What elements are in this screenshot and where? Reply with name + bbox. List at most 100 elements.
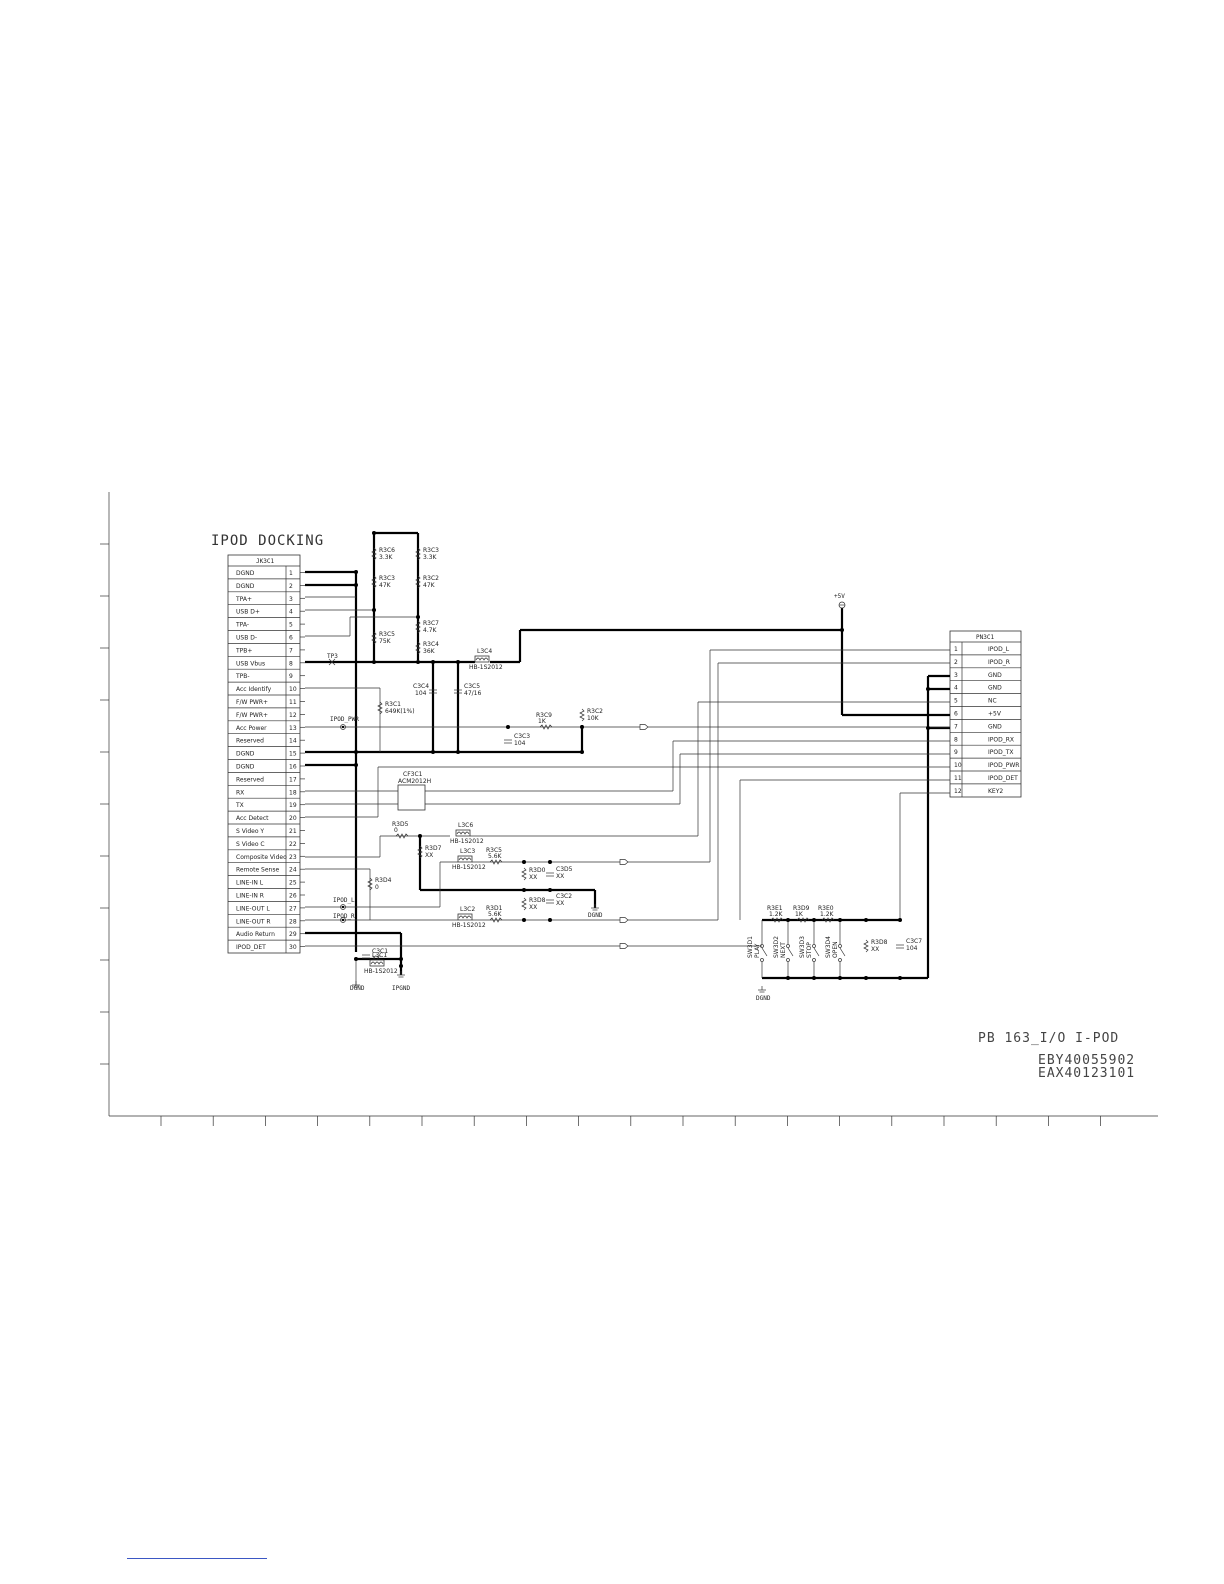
jk-pin-number: 19 [289, 802, 297, 809]
component-ref: R3C3 [423, 547, 439, 554]
junction-dot [812, 976, 816, 980]
junction-dot [354, 570, 358, 574]
switch-ref: SW3D3 [799, 936, 806, 958]
jk-pin-label: LINE-OUT R [236, 918, 271, 925]
jk-pin-label: LINE-OUT L [236, 905, 270, 912]
component-value: 47K [379, 582, 392, 589]
drawing-frame [100, 492, 1158, 1126]
junction-dot [548, 860, 552, 864]
component-ref: R3C5 [486, 847, 502, 854]
jk-pin-number: 6 [289, 635, 293, 642]
net-flag [340, 904, 346, 910]
component-ref: L3C4 [477, 648, 492, 655]
jk-pin-label: TPB- [235, 673, 250, 680]
switch-ref: SW3D4 [825, 936, 832, 958]
pn-pin-label: IPOD_TX [988, 749, 1014, 756]
junction-dot [786, 976, 790, 980]
jk-pin-label: RX [236, 789, 244, 796]
component-ref: C3C7 [906, 938, 922, 945]
pn3c1-ref: PN3C1 [976, 634, 994, 641]
component-ref: R3C2 [587, 708, 603, 715]
net-ipod-l: IPOD_L [333, 897, 355, 904]
junction-dot [840, 628, 844, 632]
component-value: XX [871, 946, 879, 953]
component-ref: L3C2 [460, 906, 475, 913]
junction-dot [372, 660, 376, 664]
pn-pin-number: 9 [954, 749, 958, 756]
jk-pin-number: 26 [289, 893, 297, 900]
component-value: 104 [514, 740, 526, 747]
junction-dot [786, 918, 790, 922]
component-ref: C3C1 [372, 948, 388, 955]
jk-pin-label: DGND [236, 764, 255, 771]
jk-pin-number: 30 [289, 944, 297, 951]
junction-dot [926, 687, 930, 691]
net-flag [340, 917, 346, 923]
component-ref: L3C6 [458, 822, 473, 829]
jk-pin-number: 13 [289, 725, 297, 732]
jk-pin-number: 5 [289, 622, 293, 629]
junction-dot [354, 750, 358, 754]
junction-dot [431, 750, 435, 754]
switch-label: OPEN [832, 941, 839, 958]
component-value: XX [529, 874, 537, 881]
pn-pin-number: 5 [954, 698, 958, 705]
jk-pin-label: TPB+ [235, 647, 252, 654]
net-ipgnd: IPGND [392, 985, 410, 992]
jk-pin-label: Reserved [236, 776, 264, 783]
component-value: 649K(1%) [385, 708, 415, 715]
component-value: 5.6K [488, 911, 503, 918]
net-tp3: TP3 [327, 653, 338, 660]
jk-pin-number: 22 [289, 841, 297, 848]
component-value: XX [372, 955, 380, 962]
junction-dot [898, 976, 902, 980]
component-value: 3.3K [423, 554, 438, 561]
jk-pin-label: USB D- [236, 635, 257, 642]
junction-dot [522, 860, 526, 864]
jk-pin-number: 25 [289, 880, 297, 887]
jk-pin-number: 18 [289, 789, 297, 796]
jk-pin-label: Acc Identify [236, 686, 272, 693]
part-code-2: EAX40123101 [1038, 1066, 1135, 1081]
jk-pin-number: 12 [289, 712, 297, 719]
jk-pin-number: 24 [289, 867, 297, 874]
component-value: 5.6K [488, 853, 503, 860]
junction-dot [580, 725, 584, 729]
junction-dot [506, 725, 510, 729]
jk-pin-label: TX [235, 802, 244, 809]
heavy-nets [305, 531, 950, 980]
component-value: 47/16 [464, 690, 481, 697]
switch-label: PLAY [754, 943, 761, 958]
junction-dot [580, 750, 584, 754]
pn-pin-number: 1 [954, 646, 958, 653]
junction-dot [864, 976, 868, 980]
pn-pin-number: 4 [954, 685, 958, 692]
jk-pin-number: 4 [289, 609, 293, 616]
component-value: 1K [795, 911, 804, 918]
junction-dot [926, 726, 930, 730]
component-value: ACM2012H [398, 778, 431, 785]
component-value: 3.3K [379, 554, 394, 561]
component-value: 4.7K [423, 627, 438, 634]
signal-arrow [619, 917, 629, 923]
pn-pin-number: 11 [954, 775, 962, 782]
jk-pin-number: 29 [289, 931, 297, 938]
jk-pin-label: Audio Return [236, 931, 275, 938]
jk-pin-label: Remote Sense [236, 867, 279, 874]
junction-dot [399, 964, 403, 968]
